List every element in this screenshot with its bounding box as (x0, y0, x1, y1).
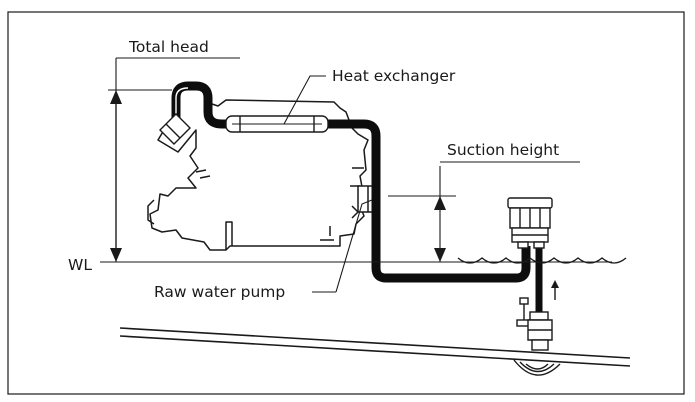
suction-height-dimension (388, 161, 580, 262)
suction-height-label: Suction height (447, 141, 559, 159)
pump-leader (335, 199, 373, 293)
pipe-highlight (175, 87, 189, 122)
arrow-up-icon (551, 280, 559, 300)
hull-intake-icon (513, 359, 561, 376)
pipe-elbow (159, 113, 191, 145)
leader-lines (283, 75, 373, 293)
total-head-label: Total head (128, 38, 209, 56)
diagram-frame (7, 11, 685, 395)
water-waves (457, 257, 627, 264)
heat-exchanger-label: Heat exchanger (332, 67, 456, 85)
heat-exchanger-leader (283, 75, 326, 125)
heat-exchanger (225, 115, 329, 133)
raw-water-pump-label: Raw water pump (154, 283, 285, 301)
valve-handle-icon (516, 297, 553, 351)
strainer-icon (507, 197, 553, 249)
total-head-dimension (108, 57, 240, 262)
hull (119, 327, 631, 367)
wl-label: WL (68, 256, 92, 274)
